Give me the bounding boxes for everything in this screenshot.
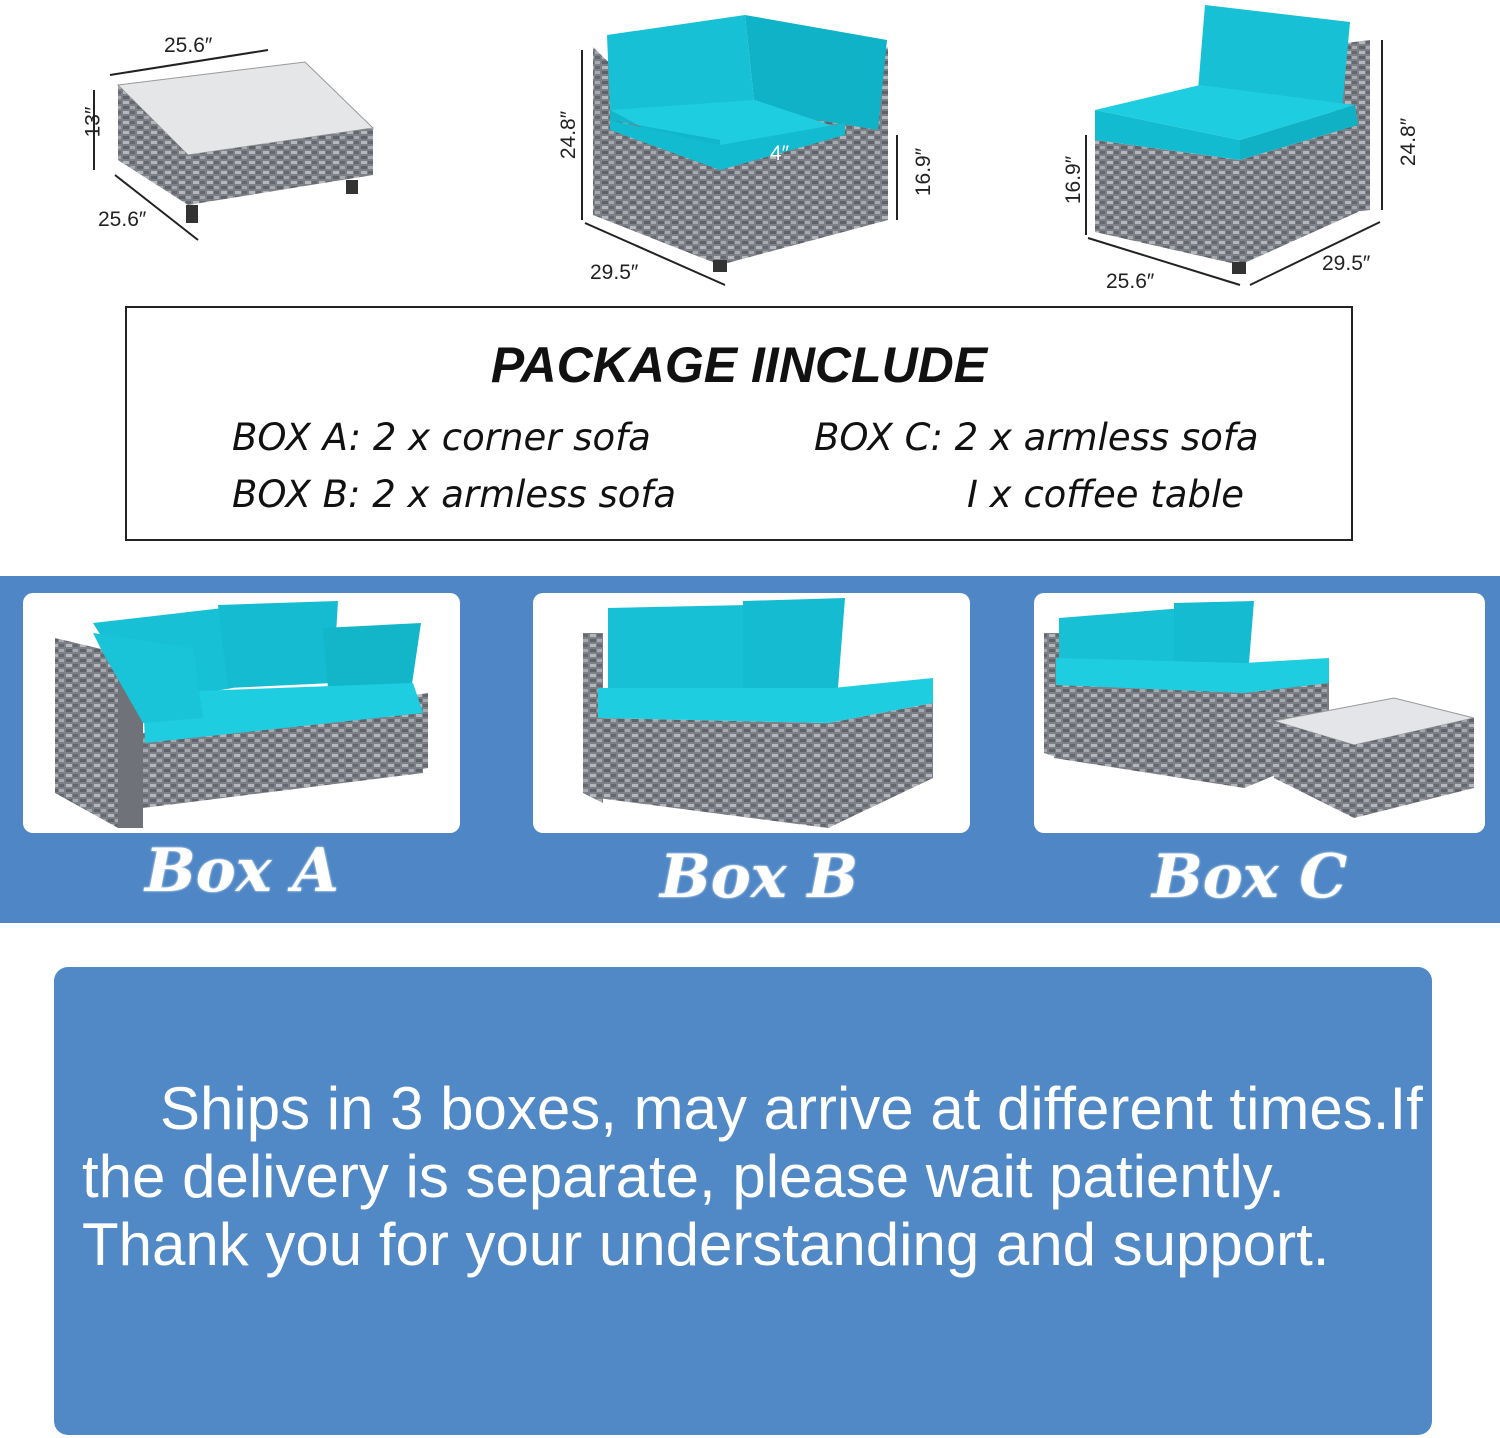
box-c-label: Box C: [1152, 842, 1348, 912]
box-c-contents-table: I x coffee table: [967, 473, 1245, 516]
box-b-contents: BOX B: 2 x armless sofa: [232, 473, 677, 516]
box-a-image: [55, 601, 428, 828]
corner-sofa-image: [581, 15, 898, 286]
corner-sofa-diagram: 4″ 24.8″ 16.9″ 29.5″: [545, 5, 945, 295]
corner-seat-height-label: 16.9″: [912, 147, 936, 197]
armless-sofa-image: [1085, 5, 1383, 286]
box-a-card: [23, 593, 460, 833]
coffee-table-image: [93, 49, 375, 241]
table-depth-label: 25.6″: [98, 208, 147, 231]
package-title: PACKAGE IINCLUDE: [490, 337, 988, 393]
armless-depth-label: 29.5″: [1322, 252, 1371, 275]
shipping-notice: Ships in 3 boxes, may arrive at differen…: [54, 967, 1432, 1435]
shipping-notice-text: Ships in 3 boxes, may arrive at differen…: [82, 1075, 1423, 1278]
box-a-contents: BOX A: 2 x corner sofa: [232, 416, 651, 459]
box-c-contents: BOX C: 2 x armless sofa: [814, 416, 1259, 459]
armless-seat-height-label: 16.9″: [1062, 155, 1086, 205]
box-c-card: [1034, 593, 1485, 833]
armless-height-label: 24.8″: [1397, 117, 1421, 167]
cushion-thickness-label: 4″: [770, 142, 790, 165]
box-a-label: Box A: [145, 836, 339, 906]
table-height-label: 13″: [81, 106, 105, 138]
corner-height-label: 24.8″: [557, 110, 581, 160]
armless-width-label: 25.6″: [1106, 270, 1155, 293]
box-b-label: Box B: [660, 842, 859, 912]
box-c-image: [1044, 601, 1475, 818]
armless-sofa-diagram: 16.9″ 24.8″ 25.6″ 29.5″: [1050, 0, 1450, 300]
corner-width-label: 29.5″: [590, 261, 639, 284]
box-b-card: [533, 593, 970, 833]
package-include-box: PACKAGE IINCLUDE BOX A: 2 x corner sofa …: [125, 306, 1353, 541]
box-b-image: [583, 598, 933, 828]
boxes-band: Box A Box B Box C: [0, 576, 1500, 923]
coffee-table-diagram: 25.6″ 13″ 25.6″: [80, 30, 400, 270]
table-width-label: 25.6″: [164, 34, 213, 57]
